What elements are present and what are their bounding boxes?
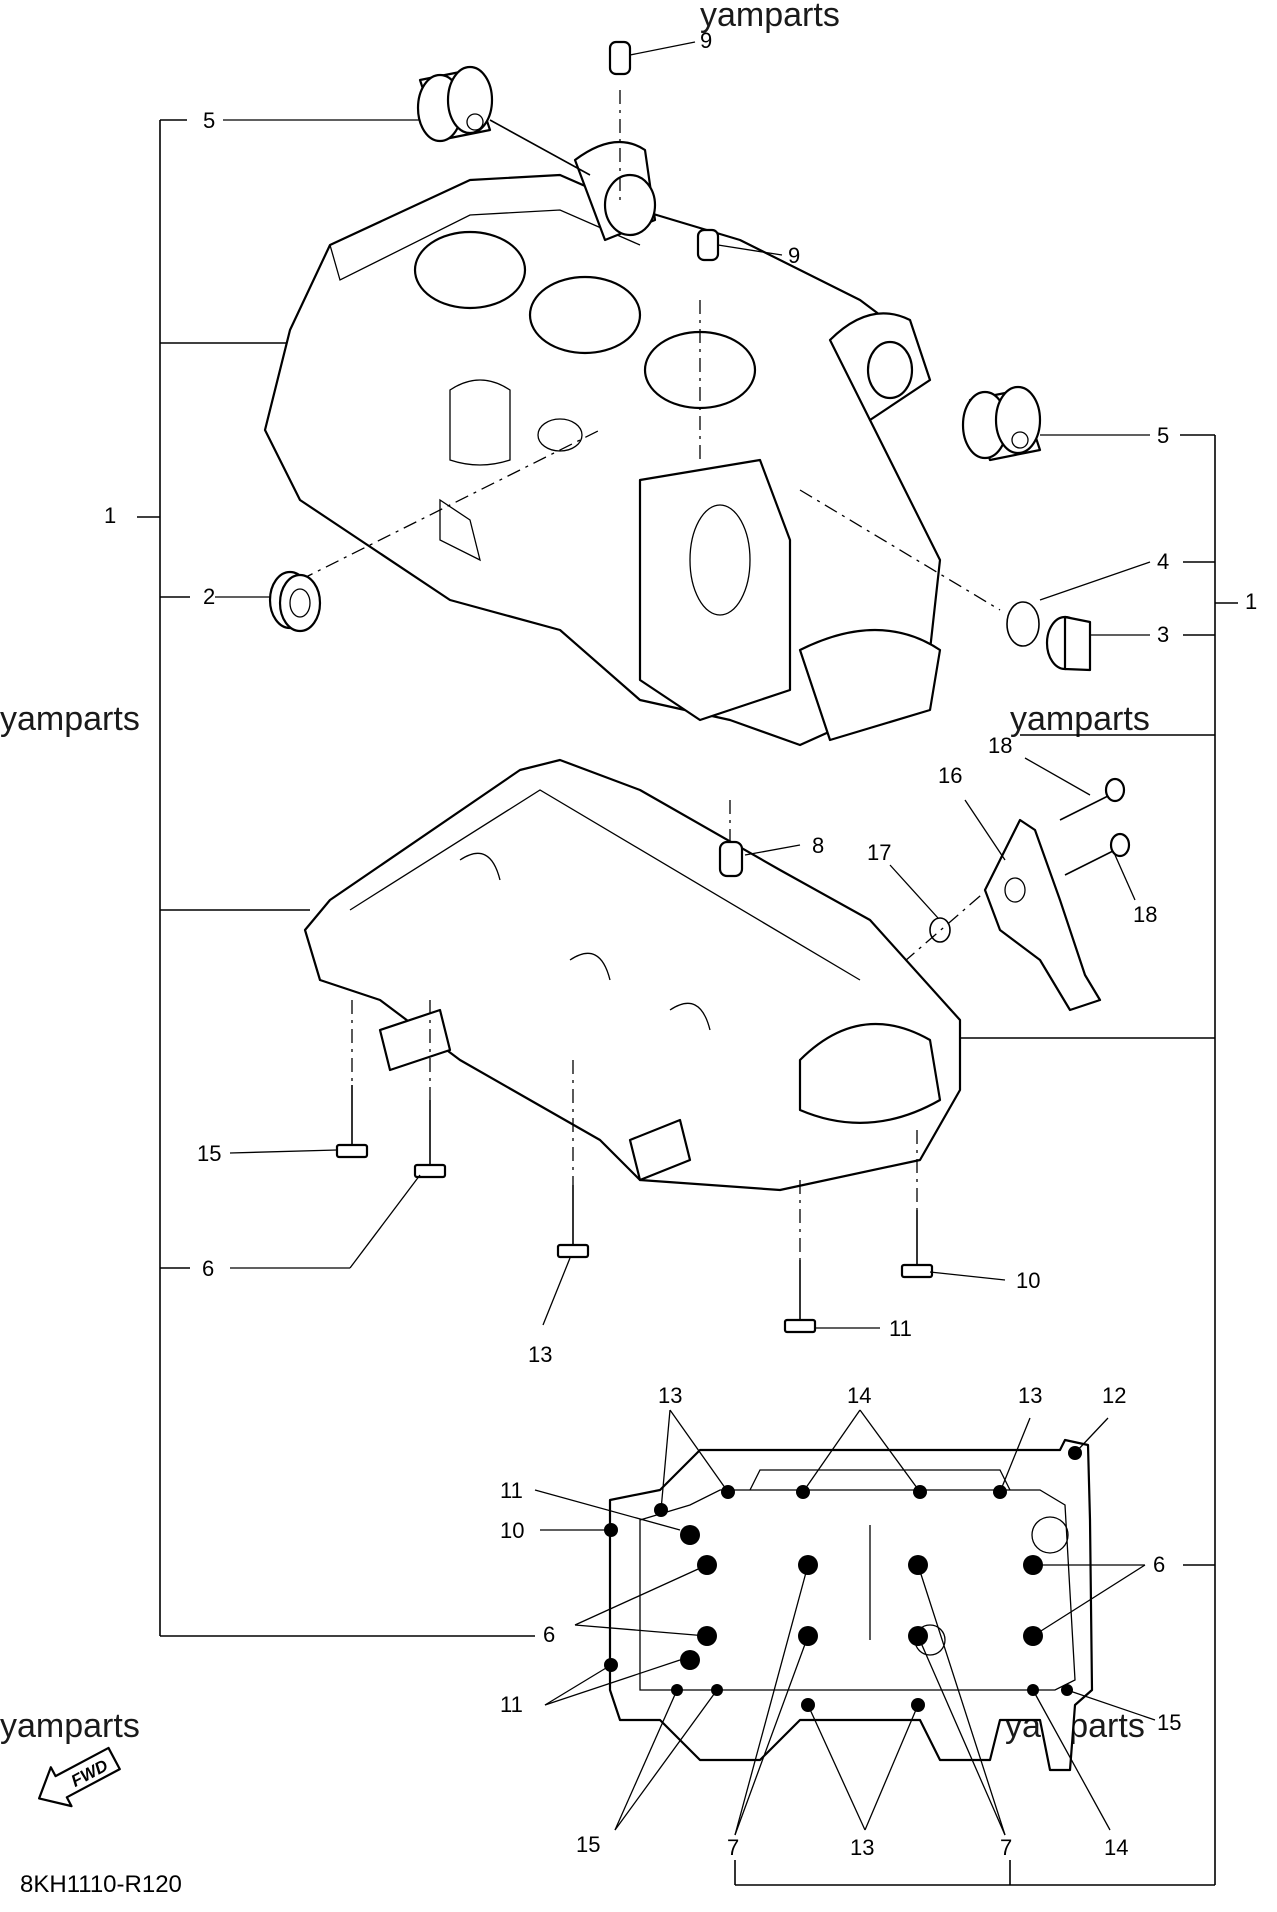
watermark-right: yamparts [1010,700,1150,738]
callout-14-plate-bottom: 14 [1104,1835,1128,1860]
callout-7-right: 7 [1000,1835,1012,1860]
callout-15-bolt: 15 [197,1141,221,1166]
callout-7-left: 7 [727,1835,739,1860]
watermark-left: yamparts [0,700,140,738]
plug-3 [1045,615,1092,672]
callout-6-bolt: 6 [202,1256,214,1281]
watermark-top: yamparts [700,0,840,34]
callout-12: 12 [1102,1383,1126,1408]
callout-17: 17 [867,840,891,865]
callout-18-bottom: 18 [1133,902,1157,927]
callout-11-bolt: 11 [889,1316,912,1341]
callout-15-plate-right: 15 [1157,1710,1181,1735]
callout-13-bolt: 13 [528,1342,552,1367]
part-leader-lines [215,41,1151,1329]
bolt-18-bottom [1064,832,1131,876]
dowel-pin-8 [718,840,744,878]
bolt-13 [556,1185,590,1259]
dowel-pin-9-top [608,40,632,76]
callout-13-plate-bottom: 13 [850,1835,874,1860]
callout-10-plate: 10 [500,1518,524,1543]
callout-15-plate-left: 15 [576,1832,600,1857]
left-assembly-bracket [137,119,535,1637]
plug-2 [268,570,322,633]
diagram-code: 8KH1110-R120 [20,1871,182,1898]
right-assembly-bracket [734,434,1238,1886]
dowel-pin-9-mid [696,228,720,262]
bolt-18-top [1059,777,1126,821]
callout-4: 4 [1157,549,1169,574]
lower-crankcase [303,758,962,1192]
bracket-16 [983,818,1102,1012]
callout-10-bolt: 10 [1016,1268,1040,1293]
callout-1-right: 1 [1245,589,1257,614]
watermark-bottom-left: yamparts [0,1707,140,1745]
callout-6-plate-left: 6 [543,1622,555,1647]
bolt-6 [413,1100,447,1179]
callout-13-plate-topright: 13 [1018,1383,1042,1408]
o-ring-17 [929,917,951,943]
callout-14-plate-top: 14 [847,1383,871,1408]
plate-leader-lines [534,1409,1156,1836]
o-ring-4 [1006,601,1040,647]
bolt-10 [900,1210,934,1279]
fwd-arrow-icon: FWD [37,1746,121,1808]
callout-6-plate-right: 6 [1153,1552,1165,1577]
callout-8: 8 [812,833,824,858]
callout-2: 2 [203,584,215,609]
callout-9-top: 9 [700,28,712,53]
upper-crankcase [263,140,942,747]
callout-5-right: 5 [1157,423,1169,448]
callout-5-left: 5 [203,108,215,133]
callout-11-plate-top: 11 [500,1478,523,1503]
callout-13-plate-topleft: 13 [658,1383,682,1408]
callout-16: 16 [938,763,962,788]
axis-plug-2 [299,429,601,581]
damper-5-left [416,65,591,176]
bolt-11 [783,1260,817,1334]
axis-plug-3 [799,489,1001,611]
callout-11-plate-bottom: 11 [500,1692,523,1717]
bolt-pattern-plate [608,1438,1094,1772]
callout-1-left: 1 [104,503,116,528]
callout-9-mid: 9 [788,243,800,268]
callout-3: 3 [1157,622,1169,647]
callout-18-top: 18 [988,733,1012,758]
damper-5-right [961,385,1042,462]
bolt-15 [335,1085,369,1159]
